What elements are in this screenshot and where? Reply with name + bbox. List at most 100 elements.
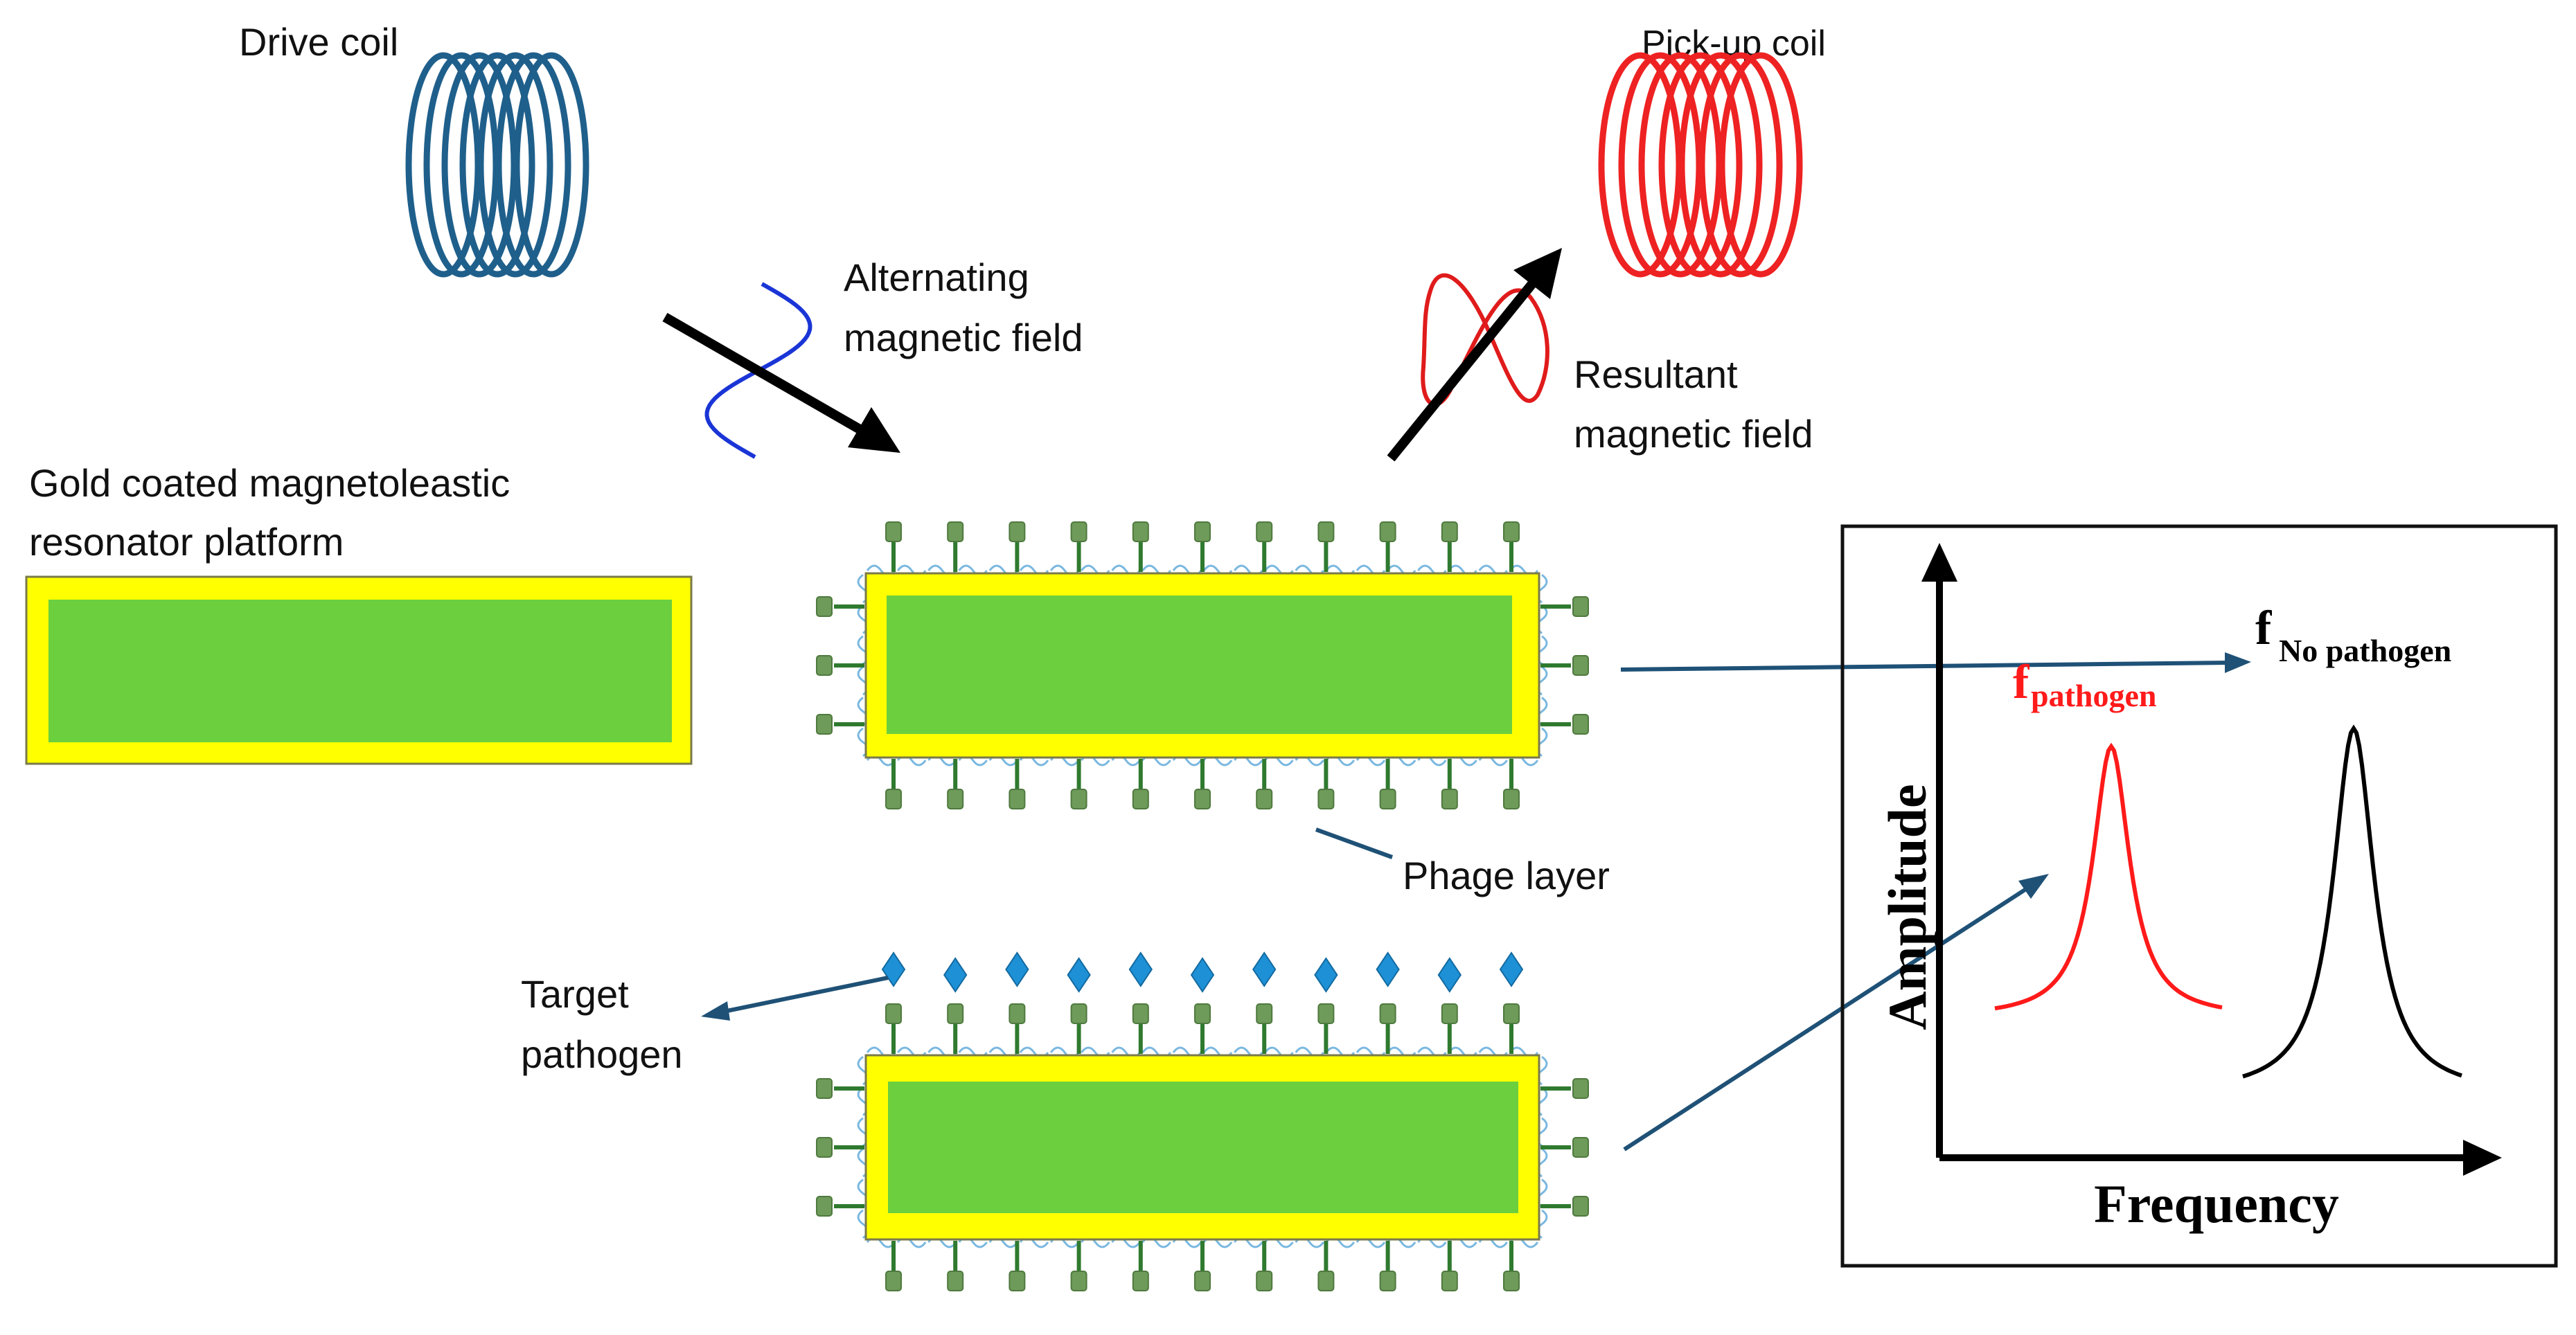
pathogen-diamond [1314,957,1338,993]
pathogen-diamond [1252,951,1277,987]
phage-icon [816,1078,864,1099]
phage-icon [816,1137,864,1158]
pathogen-pointer [1623,874,2049,1152]
phage-coated-resonator [816,521,1589,809]
pathogen-peak-curve [1994,742,2223,1011]
pathogen-bound-resonator [816,951,1589,1291]
drive-coil-label: Drive coil [239,20,398,64]
phage-icon [1256,1003,1273,1054]
y-axis-label: Amplitude [1877,784,1937,1030]
pathogen-diamond [1437,957,1462,993]
phage-icon [1132,1003,1149,1054]
f-no-pathogen-label: f No pathogen [2255,602,2451,668]
coil-loop [513,52,589,278]
phage-icon [1540,1196,1589,1217]
phage-icon [1009,521,1026,572]
phage-icon [816,596,864,617]
coil-loop [1678,52,1763,278]
pathogen-diamond [1067,957,1091,993]
phage-icon [1503,521,1520,572]
pickup-coil-icon [1598,52,1803,278]
phage-icon [1070,759,1087,809]
phage-icon [1009,1003,1026,1054]
phage-icon [1194,1241,1211,1291]
target-pathogen-label-1: Target [521,972,629,1016]
target-pathogen-label-2: pathogen [521,1032,683,1076]
phage-icon [1194,759,1211,809]
coil-loop [477,52,553,278]
pathogen-diamond [1005,951,1029,987]
platform-label-1: Gold coated magnetoleastic [29,461,510,505]
phage-icon [1070,1241,1087,1291]
phage-icon [1379,1003,1396,1054]
pathogen-diamond [943,957,968,993]
phage-icon [1540,655,1589,676]
phage-icon [947,759,964,809]
phage-icon [1441,1241,1458,1291]
phage-icon [885,1003,902,1054]
phage-icon [1540,1078,1589,1099]
phage-icon [1540,714,1589,735]
phage-icon [1379,521,1396,572]
phage-icon [1379,759,1396,809]
coil-loop [1698,52,1783,278]
phage-icon [1540,1137,1589,1158]
svg-text:pathogen: pathogen [2031,678,2156,713]
pathogen-diamond [881,951,906,987]
phage-icon [885,521,902,572]
svg-text:f: f [2255,602,2272,655]
pathogen-diamond [1190,957,1215,993]
phage-icon [1379,1241,1396,1291]
phage-icon [1132,1241,1149,1291]
phage-icon [1256,521,1273,572]
svg-text:f: f [2013,656,2029,709]
phage-icon [885,759,902,809]
coil-loop [1718,52,1803,278]
phage-layer-pointer [1315,827,1394,859]
target-pathogen-icons [881,951,1524,993]
resultant-field-label-2: magnetic field [1574,412,1813,456]
phage-icon [1256,759,1273,809]
pathogen-diamond [1376,951,1400,987]
phage-icon [1503,759,1520,809]
x-axis-label: Frequency [2094,1174,2339,1234]
phage-icon [1132,521,1149,572]
phage-icon [816,714,864,735]
alternating-field-label-2: magnetic field [844,316,1083,359]
phage-icon [1256,1241,1273,1291]
drive-coil-icon [405,52,589,278]
phage-icon [1503,1003,1520,1054]
resultant-field-label-1: Resultant [1574,352,1738,396]
resultant-field-icon [1387,248,1562,462]
phage-icon [885,1241,902,1291]
target-pathogen-pointer [701,976,889,1021]
phage-icon [1009,1241,1026,1291]
phage-icon [947,1003,964,1054]
graph-frame [1840,524,2558,1268]
phage-icon [1070,1003,1087,1054]
f-pathogen-label: f pathogen [2013,656,2156,713]
coil-loop [459,52,535,278]
phage-icon [947,521,964,572]
frequency-response-graph: Amplitude Frequency f pathogen f No path… [1840,524,2558,1268]
phage-icon [1194,521,1211,572]
bare-resonator-platform [25,575,693,765]
phage-icon [1194,1003,1211,1054]
alternating-field-icon [662,282,900,459]
platform-label-2: resonator platform [29,520,344,564]
no-pathogen-pointer [1620,652,2251,673]
phage-icon [816,1196,864,1217]
phage-icon [1503,1241,1520,1291]
phage-icon [1009,759,1026,809]
phage-layer-label: Phage layer [1403,854,1610,897]
coil-loop [1658,52,1743,278]
phage-icon [1317,1003,1335,1054]
phage-icon [1540,596,1589,617]
coil-loop [495,52,571,278]
phage-icon [1070,521,1087,572]
phage-icon [1441,759,1458,809]
phage-icon [1441,521,1458,572]
phage-icon [1317,759,1335,809]
phage-icon [1132,759,1149,809]
